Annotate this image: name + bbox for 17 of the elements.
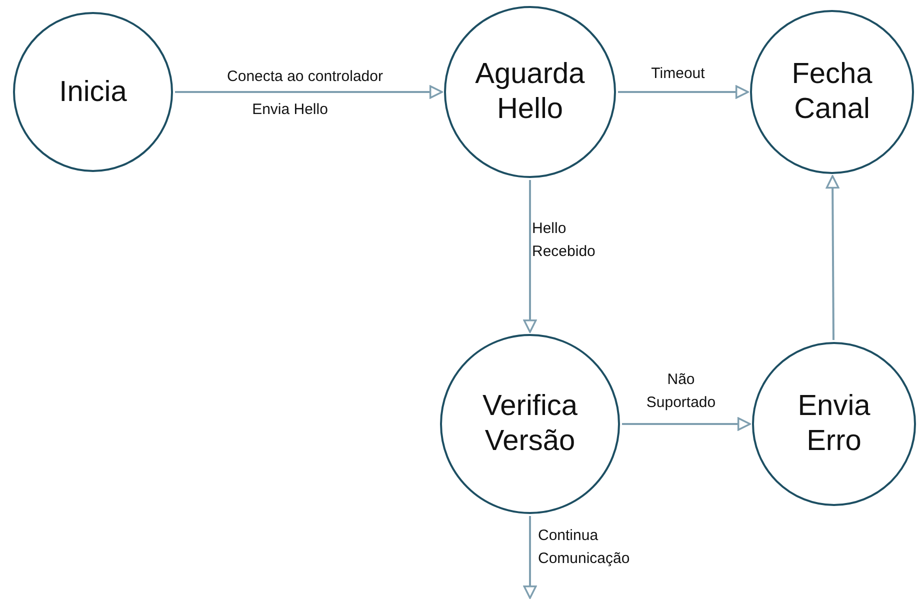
arrow <box>523 516 537 599</box>
edge-label: Conecta ao controlador <box>226 67 384 87</box>
arrow <box>826 175 840 340</box>
state-name: Fecha Canal <box>790 57 874 127</box>
arrow <box>622 417 751 431</box>
edge-label: Timeout <box>650 64 706 84</box>
edge-label: Não Suportado <box>645 370 717 412</box>
annotation-text: Envia Hello <box>251 100 329 120</box>
arrow <box>523 180 537 333</box>
arrow <box>618 85 749 99</box>
edge-label: Continua Comunicação <box>538 526 631 568</box>
state-name: Verifica Versão <box>481 389 579 459</box>
state-name: Envia Erro <box>796 389 872 459</box>
edge-label: Hello Recebido <box>532 219 596 262</box>
state-name: Aguarda Hello <box>474 57 586 127</box>
state-name: Inicia <box>59 74 127 110</box>
arrow <box>175 85 443 99</box>
